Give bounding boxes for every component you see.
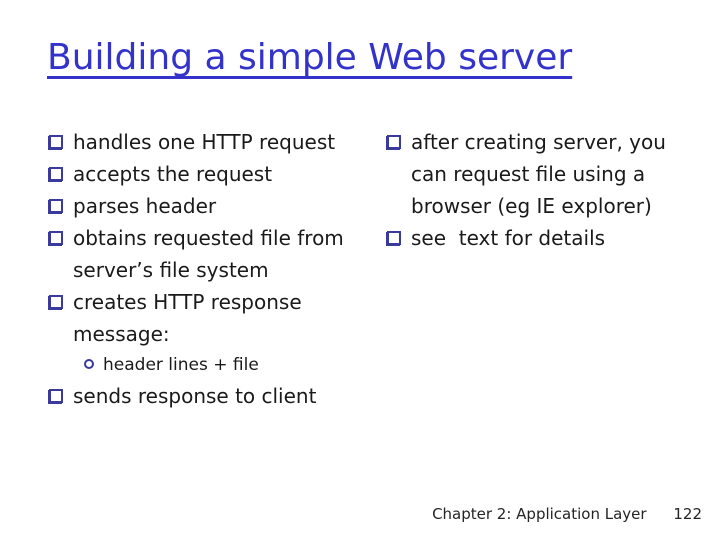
- bullet-item: see text for details: [385, 222, 685, 254]
- bullet-item-text: creates HTTP response message:: [73, 290, 309, 346]
- bullet-item-text: accepts the request: [73, 162, 273, 186]
- right-column: after creating server, you can request f…: [385, 126, 685, 254]
- square-bullet-icon: [387, 231, 401, 245]
- square-bullet-icon: [387, 135, 401, 149]
- sub-bullet-item: header lines + file: [47, 350, 355, 380]
- bullet-item: sends response to client: [47, 380, 355, 412]
- bullet-item: accepts the request: [47, 158, 355, 190]
- bullet-item: after creating server, you can request f…: [385, 126, 685, 222]
- square-bullet-icon: [49, 389, 63, 403]
- slide-footer: Chapter 2: Application Layer 122: [432, 505, 702, 524]
- square-bullet-icon: [49, 199, 63, 213]
- footer-chapter-label: Chapter 2: Application Layer: [432, 505, 647, 523]
- footer-page-number: 122: [673, 505, 702, 523]
- bullet-item-text: see text for details: [411, 226, 606, 250]
- left-column: handles one HTTP request accepts the req…: [47, 126, 355, 412]
- bullet-item: obtains requested file from server’s fil…: [47, 222, 355, 286]
- bullet-item: handles one HTTP request: [47, 126, 355, 158]
- bullet-item-text: sends response to client: [73, 384, 317, 408]
- square-bullet-icon: [49, 295, 63, 309]
- circle-bullet-icon: [84, 359, 94, 369]
- slide-body: handles one HTTP request accepts the req…: [47, 126, 710, 412]
- square-bullet-icon: [49, 231, 63, 245]
- square-bullet-icon: [49, 167, 63, 181]
- square-bullet-icon: [49, 135, 63, 149]
- bullet-item-text: handles one HTTP request: [73, 130, 336, 154]
- bullet-item: parses header: [47, 190, 355, 222]
- bullet-item-text: parses header: [73, 194, 217, 218]
- bullet-item-text: after creating server, you can request f…: [411, 130, 673, 218]
- bullet-item-text: obtains requested file from server’s fil…: [73, 226, 351, 282]
- slide-title: Building a simple Web server: [47, 37, 573, 78]
- bullet-item: creates HTTP response message:: [47, 286, 355, 350]
- sub-bullet-item-text: header lines + file: [103, 355, 259, 375]
